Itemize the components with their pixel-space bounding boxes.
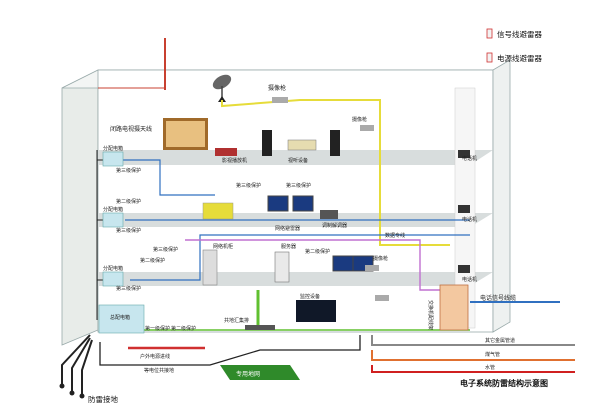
camera-icon xyxy=(375,295,389,301)
modem-icon xyxy=(320,210,338,219)
label-common-ground-bar: 共地汇集排 xyxy=(224,317,249,324)
speaker-left-icon xyxy=(262,130,272,156)
label-cctv: 闭路电视摄天线 xyxy=(110,125,152,133)
special-ground-net xyxy=(220,365,300,380)
label-other-metal-pipe: 其它金属管道 xyxy=(485,337,515,344)
label-distribution-box-3: 分配电箱 xyxy=(103,265,123,272)
ground-electrodes xyxy=(59,334,93,399)
label-second-level-4: 第二级保护 xyxy=(171,325,196,332)
label-av-system: 影视播放机 xyxy=(222,157,247,164)
distribution-box-2 xyxy=(102,212,124,228)
telephone-icon xyxy=(458,265,470,273)
server-icon xyxy=(274,251,290,283)
label-modem: 调制解调器 xyxy=(322,222,347,229)
speaker-right-icon xyxy=(330,130,340,156)
common-ground-bar xyxy=(245,325,275,330)
label-main-box: 总配电箱 xyxy=(110,314,130,321)
label-monitor-device: 监控设备 xyxy=(300,293,320,300)
monitor-device-icon xyxy=(296,300,336,322)
label-third-level-1: 第三级保护 xyxy=(116,167,141,174)
label-exchange: 交换机配线架 xyxy=(427,300,434,330)
telephone-icon xyxy=(458,205,470,213)
label-third-level-4: 第三级保护 xyxy=(236,182,261,189)
diagram-caption: 电子系统防雷结构示意图 xyxy=(460,378,548,388)
label-distribution-box-1: 分配电箱 xyxy=(103,145,123,152)
signal-arrester-icon xyxy=(486,28,493,39)
label-server: 服务器 xyxy=(281,243,296,250)
label-telephone-1: 电话机 xyxy=(462,155,477,162)
computer-icon xyxy=(332,255,354,272)
labels: 闭路电视摄天线 摄像枪 影视播放机 视听设备 摄像枪 摄像枪 分配电箱 分配电箱… xyxy=(88,84,548,404)
telephone-icon xyxy=(458,150,470,158)
label-camera-low: 摄像枪 xyxy=(373,255,388,262)
label-gas-pipe: 煤气管 xyxy=(485,351,500,358)
label-third-level-3: 第三级保护 xyxy=(116,285,141,292)
label-special-ground: 专用地网 xyxy=(236,370,260,378)
equipment xyxy=(98,97,470,334)
label-second-level-2: 第二级保护 xyxy=(140,257,165,264)
power-arrester-icon xyxy=(486,52,493,63)
camera-icon xyxy=(360,125,374,131)
label-lightning-ground: 防雷接地 xyxy=(88,394,118,404)
label-data-line: 数据专线 xyxy=(385,232,405,239)
computer-icon xyxy=(292,195,314,212)
satellite-dish-icon xyxy=(212,74,232,102)
label-second-level-3: 第二级保护 xyxy=(305,248,330,255)
label-second-level-1: 第二级保护 xyxy=(116,198,141,205)
label-network-arrester: 网络避雷器 xyxy=(275,225,300,232)
label-equipotential: 等电位共接地 xyxy=(144,367,174,374)
label-third-level-5: 第三级保护 xyxy=(286,182,311,189)
label-camera-top: 摄像枪 xyxy=(268,84,286,92)
label-telephone-2: 电话机 xyxy=(462,216,477,223)
label-camera-mid: 摄像枪 xyxy=(352,116,367,123)
label-telecom-line: 电话信号线缆 xyxy=(480,294,516,302)
exchange-cabinet-icon xyxy=(439,284,469,331)
network-cabinet-icon xyxy=(202,249,218,286)
audio-equipment-icon xyxy=(287,139,317,151)
label-first-level: 第一级保护 xyxy=(145,325,170,332)
label-audio-equipment: 视听设备 xyxy=(288,157,308,164)
network-arrester-icon xyxy=(202,202,234,220)
distribution-box-3 xyxy=(102,271,124,287)
main-distribution-box xyxy=(98,304,145,334)
legend: 信号线避雷器 电源线避雷器 xyxy=(486,28,542,63)
legend-signal-label: 信号线避雷器 xyxy=(497,29,542,39)
distribution-box-1 xyxy=(102,151,124,167)
label-telephone-3: 电话机 xyxy=(462,276,477,283)
label-third-level-6: 第三级保护 xyxy=(153,246,178,253)
wiring xyxy=(96,99,575,373)
label-water-pipe: 水管 xyxy=(485,364,495,371)
legend-power-label: 电源线避雷器 xyxy=(497,53,542,63)
lightning-rod xyxy=(98,38,166,90)
label-network-cabinet: 网络机柜 xyxy=(213,243,233,250)
label-distribution-box-2: 分配电箱 xyxy=(103,206,123,213)
label-third-level-2: 第三级保护 xyxy=(116,227,141,234)
computer-icon xyxy=(267,195,289,212)
label-outdoor-power: 户外电源进线 xyxy=(140,353,170,360)
camera-icon xyxy=(365,265,379,271)
camera-icon xyxy=(272,97,288,103)
